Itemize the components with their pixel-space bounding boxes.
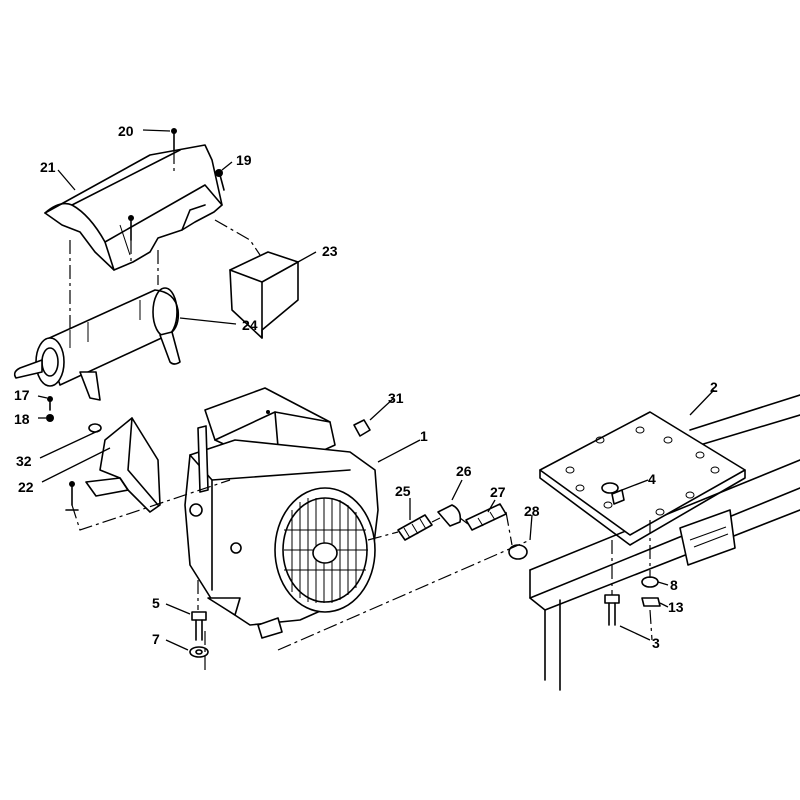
callout-31: 31 [388,390,404,406]
fitting-31 [353,419,371,437]
callout-13: 13 [668,599,684,615]
callout-26: 26 [456,463,472,479]
muffler-cover [229,251,299,339]
callout-2: 2 [710,379,718,395]
callout-25: 25 [395,483,411,499]
bolt-5 [191,611,207,641]
callout-27: 27 [490,484,506,500]
washer-8 [641,576,659,588]
callout-8: 8 [670,577,678,593]
bolt-3 [604,594,620,626]
cap-28 [508,544,528,560]
washer-7 [189,646,209,658]
engine [184,387,379,639]
screw-19 [219,174,225,191]
callout-22: 22 [18,479,34,495]
callout-28: 28 [524,503,540,519]
callout-7: 7 [152,631,160,647]
nut-4 [611,489,625,505]
callout-3: 3 [652,635,660,651]
callout-19: 19 [236,152,252,168]
callout-23: 23 [322,243,338,259]
pipe-27 [465,503,507,531]
callout-labels: 20 19 21 23 24 17 18 32 22 31 1 25 26 27… [14,123,718,651]
callout-18: 18 [14,411,30,427]
callout-24: 24 [242,317,258,333]
nipple-25 [397,514,433,541]
nut-13 [641,597,661,607]
callout-5: 5 [152,595,160,611]
callout-4: 4 [648,471,656,487]
exhaust-bracket [85,417,161,513]
frame [529,394,800,691]
heat-shield [44,144,223,271]
callout-21: 21 [40,159,56,175]
callout-20: 20 [118,123,134,139]
mounting-plate [539,411,746,546]
callout-1: 1 [420,428,428,444]
nut-18 [46,414,54,422]
callout-32: 32 [16,453,32,469]
muffler [13,287,181,401]
elbow-26 [437,504,462,527]
leader-lines [37,129,715,651]
callout-17: 17 [14,387,30,403]
assembly-lines [69,150,653,670]
